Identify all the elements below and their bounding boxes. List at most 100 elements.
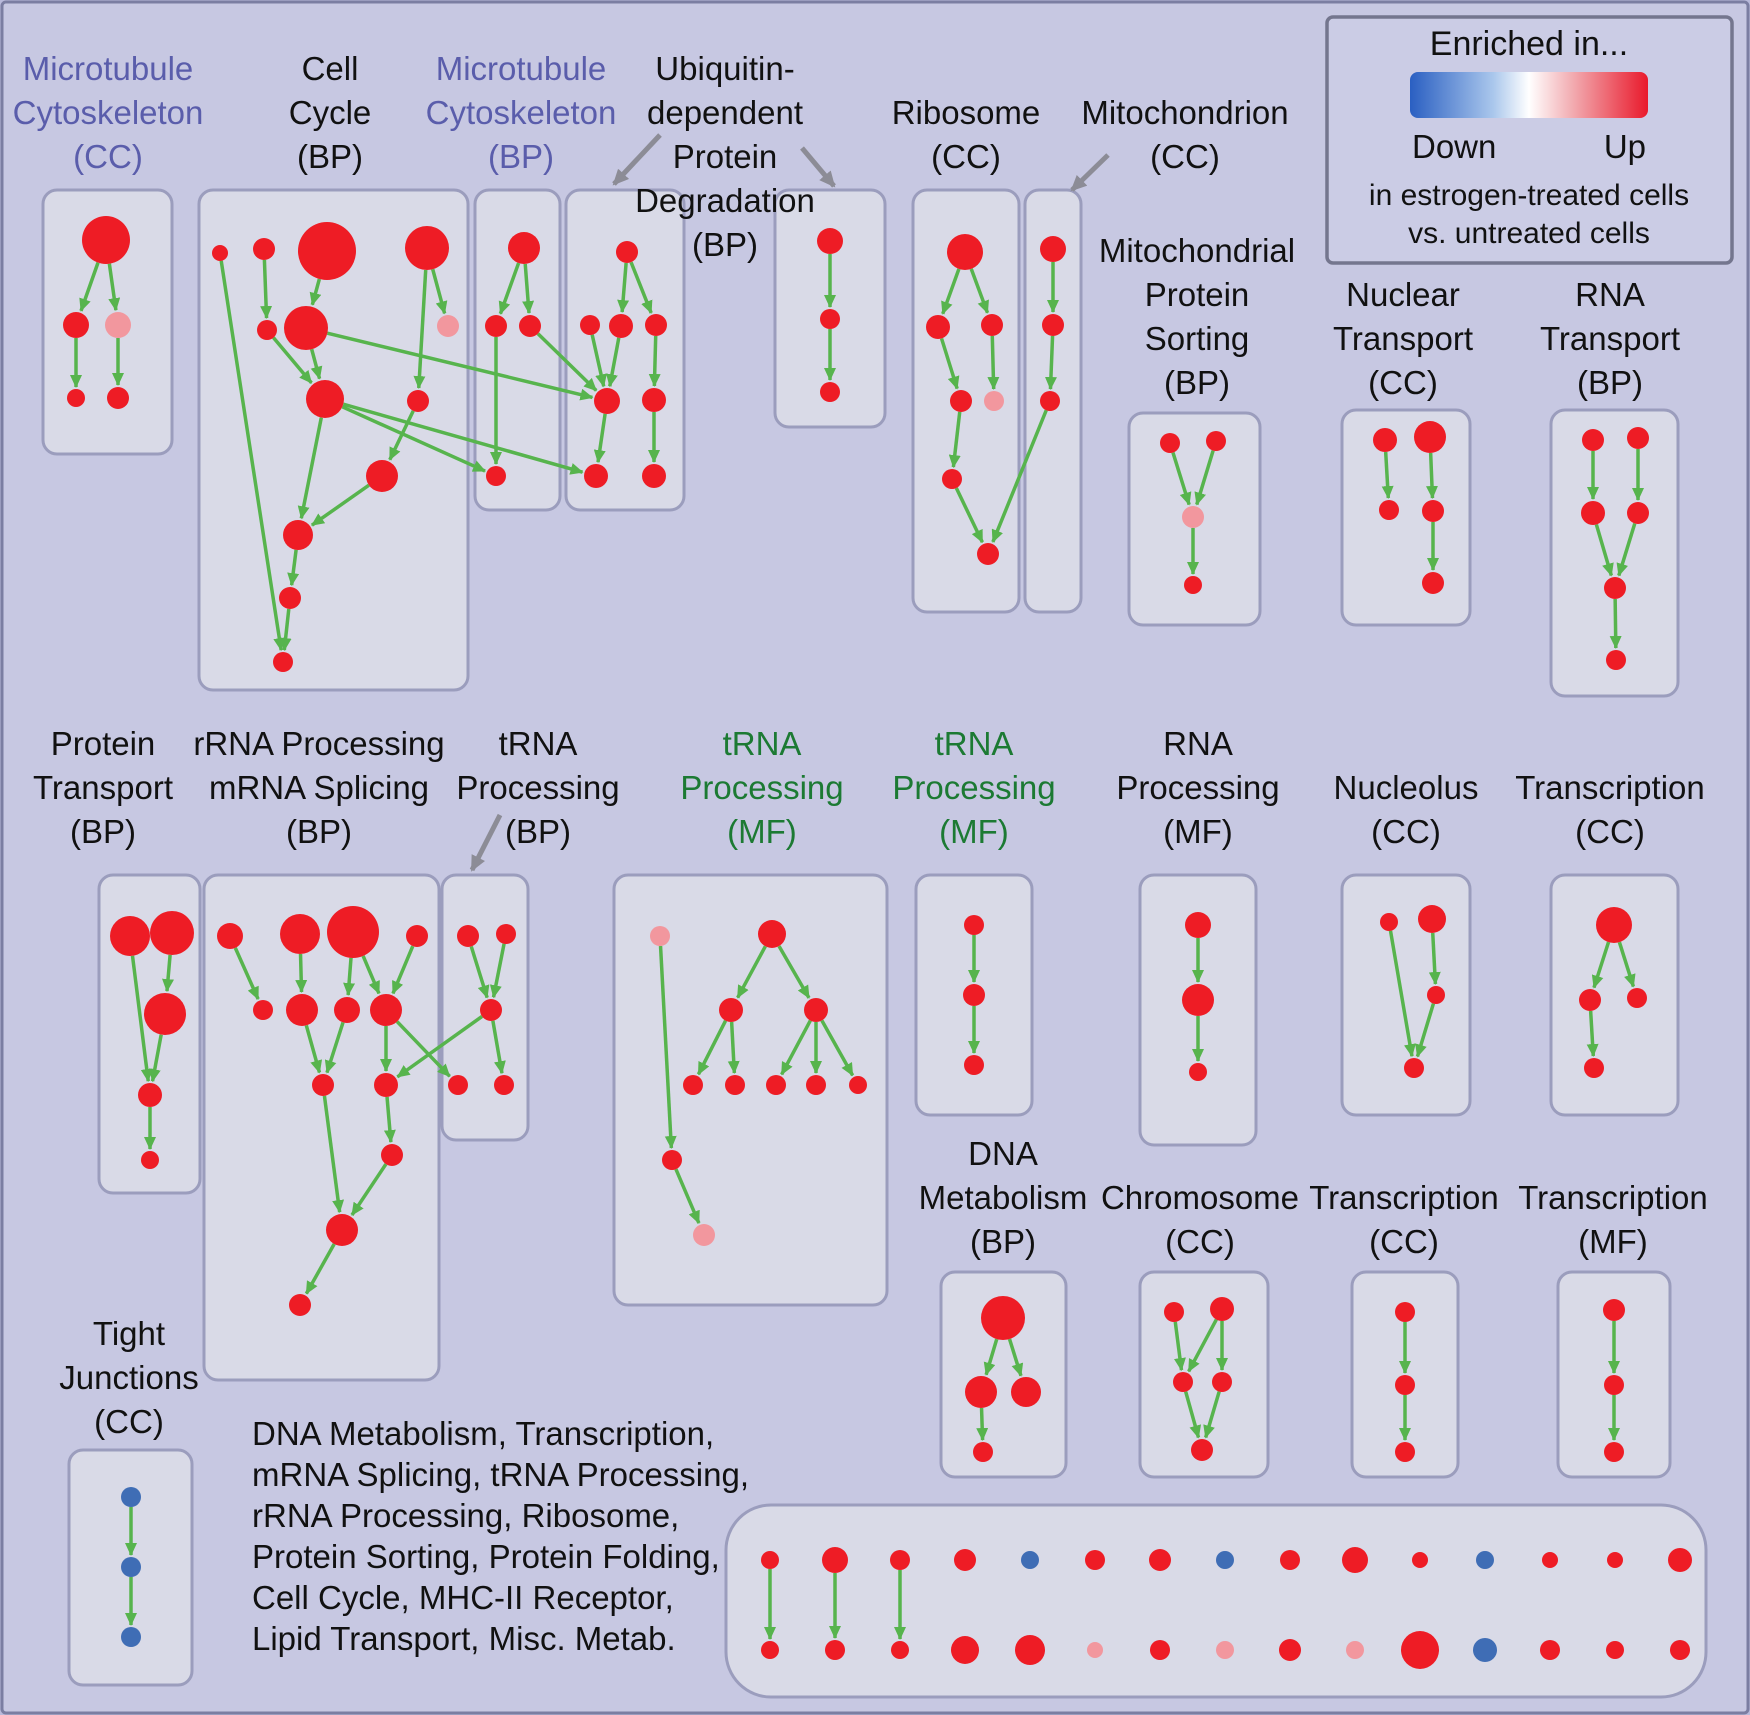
layer-nodes [63,216,1692,1669]
edge-u4-u6 [648,335,661,388]
edge-tc1-tc2 [1591,941,1611,989]
edge-b8-m4 [341,405,486,473]
node-b6 [284,306,328,350]
legend-gradient-bar [1410,72,1648,118]
node-w10t [1412,1552,1428,1568]
node-r4 [950,390,972,412]
edge-nc1-nc4 [1388,930,1416,1058]
edge-b11-b12 [287,549,300,587]
edge-rr2-rr6 [295,953,308,994]
node-t1 [1040,236,1066,262]
node-tx1 [1395,1302,1415,1322]
node-tm7 [766,1075,786,1095]
node-a2 [63,312,89,338]
edge-b3-b6 [309,278,322,306]
edge-tb2-tb3 [489,943,506,999]
node-nc3 [1427,986,1445,1004]
edge-s4-s5 [1616,523,1637,577]
node-a1 [82,216,130,264]
edge-s5-s6 [1609,598,1622,650]
node-m1 [508,232,540,264]
node-b11 [283,520,313,550]
legend-up-label: Up [1604,128,1646,165]
edge-tm2-tm3 [736,945,767,999]
node-tm5 [683,1075,703,1095]
node-d2 [965,1376,997,1408]
node-s3 [1581,501,1605,525]
node-w2b [891,1641,909,1659]
node-m3 [519,315,541,337]
edge-rr1-rr5 [233,947,260,1000]
node-rr13 [289,1294,311,1316]
node-u5 [594,388,620,414]
node-tm4 [804,998,828,1022]
node-tm2 [758,920,786,948]
edge-rr8-tb4 [395,1020,451,1078]
edge-r6-r7 [954,487,984,544]
group-label-mitochondrion-cc: Mitochondrion(CC) [1081,94,1288,175]
node-w7t [1216,1551,1234,1569]
node-nc1 [1380,913,1398,931]
node-w9t [1342,1547,1368,1573]
edge-rr3-rr8 [361,955,381,995]
node-b7 [437,315,459,337]
node-a3 [105,312,131,338]
edge-r1-r3 [969,268,990,314]
node-w1b [825,1640,845,1660]
node-tj2 [121,1557,141,1577]
group-box-transcription-cc-2 [1350,1270,1460,1479]
node-q5 [1422,572,1444,594]
layer-group-boxes [41,188,1708,1699]
node-rr5 [253,1000,273,1020]
node-ty1 [1603,1299,1625,1321]
edge-u1-u3 [617,262,630,314]
node-w11b [1473,1638,1497,1662]
node-w6t [1149,1549,1171,1571]
edge-r4-r6 [948,411,962,469]
edge-b8-b11 [297,417,324,520]
edge-nc2-nc3 [1428,932,1441,986]
group-box-ubiquitin-degradation-bp-1 [564,188,686,512]
node-rr4 [406,925,428,947]
summary-text-block: DNA Metabolism, Transcription,mRNA Splic… [252,1415,749,1657]
node-tm11 [693,1224,715,1246]
node-rr6 [286,994,318,1026]
node-w14b [1670,1640,1690,1660]
node-pt2 [150,911,194,955]
node-tj1 [121,1487,141,1507]
edge-rr6-rr9 [304,1024,323,1074]
node-ch4 [1212,1372,1232,1392]
edge-tm4-tm7 [780,1019,812,1076]
edge-u3-u5 [606,337,621,388]
group-box-transcription-mf [1556,1270,1672,1479]
node-w12b [1540,1640,1560,1660]
group-box-trna-processing-mf-1 [612,873,889,1307]
node-rr2 [280,914,320,954]
group-box-summary-panel [724,1503,1708,1699]
node-w8b [1279,1639,1301,1661]
node-rp1 [1185,912,1211,938]
node-tj3 [121,1627,141,1647]
group-label-transcription-cc-1: Transcription(CC) [1515,769,1705,850]
legend-subtitle-line1: in estrogen-treated cells [1369,179,1689,212]
edge-r3-r5 [987,335,1000,391]
node-d1 [981,1296,1025,1340]
node-tb5 [494,1075,514,1095]
layer-edges [70,254,1644,1640]
edge-tb3-rr10 [396,1014,484,1079]
node-v2 [820,309,840,329]
node-w4b [1015,1635,1045,1665]
node-b1 [212,245,228,261]
node-u4 [645,314,667,336]
node-ch1 [1164,1302,1184,1322]
edge-u1-u4 [629,261,653,314]
edge-rr4-rr8 [391,945,415,995]
edge-pt2-pt3 [162,954,174,993]
node-ch2 [1210,1297,1234,1321]
